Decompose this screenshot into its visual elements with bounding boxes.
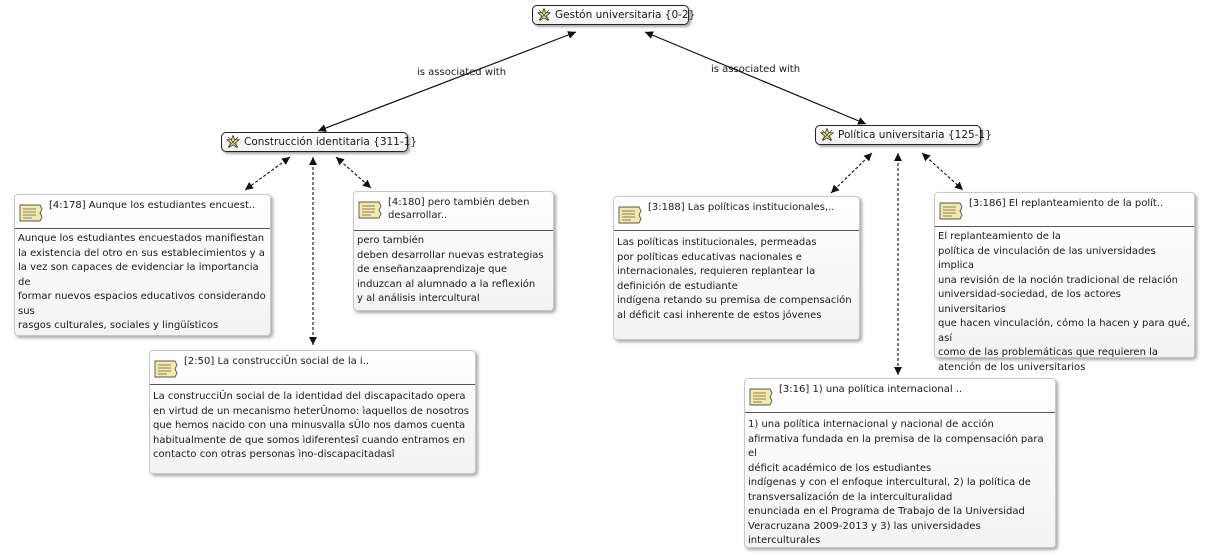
quotation-title: [4:180] pero también deben desarrollar..: [388, 197, 530, 221]
quotation-node-4180[interactable]: [4:180] pero también deben desarrollar..…: [353, 191, 554, 311]
quotation-text: 1) una política internacional y nacional…: [748, 419, 1044, 546]
code-star-icon: [226, 135, 240, 149]
quotation-title: [3:16] 1) una política internacional ..: [779, 384, 963, 395]
quotation-title: [3:186] El replanteamiento de la polít..: [969, 198, 1164, 209]
quotation-node-4178[interactable]: [4:178] Aunque los estudiantes encuest..…: [14, 194, 271, 336]
quotation-document-icon: [618, 206, 642, 224]
code-label: Política universitaria {125-1}: [838, 129, 992, 141]
quotation-header: [2:50] La construcciÛn social de la i..: [150, 351, 475, 385]
relation-link-right[interactable]: [644, 31, 867, 125]
quotation-title: [3:188] Las políticas institucionales,..: [648, 202, 835, 213]
quotation-header: [3:188] Las políticas institucionales,..: [614, 197, 859, 231]
code-star-icon: [820, 128, 834, 142]
quotation-document-icon: [939, 202, 963, 220]
code-star-icon: [537, 8, 551, 22]
quotation-text: El replanteamiento de la política de vin…: [938, 231, 1190, 373]
quotation-document-icon: [154, 360, 178, 378]
relation-link-left[interactable]: [317, 31, 577, 132]
quotation-document-icon: [358, 201, 382, 219]
quotation-header: [3:186] El replanteamiento de la polít..: [935, 193, 1194, 227]
code-label: Gestón universitaria {0-2}: [555, 9, 696, 21]
quote-link-4178[interactable]: [244, 156, 291, 191]
relation-label-left: is associated with: [417, 67, 506, 78]
quotation-text: Las políticas institucionales, permeadas…: [617, 237, 852, 321]
code-label: Construcción identitaria {311-1}: [244, 136, 418, 148]
quotation-header: [3:16] 1) una política internacional ..: [745, 379, 1055, 413]
quotation-header: [4:180] pero también deben desarrollar..: [354, 192, 553, 231]
quotation-document-icon: [749, 388, 773, 406]
quote-link-4180[interactable]: [335, 156, 372, 189]
quotation-document-icon: [19, 204, 43, 222]
relation-label-right: is associated with: [711, 64, 800, 75]
code-node-construccion[interactable]: Construcción identitaria {311-1}: [221, 132, 417, 152]
quotation-header: [4:178] Aunque los estudiantes encuest..: [15, 195, 270, 229]
code-node-politica[interactable]: Política universitaria {125-1}: [815, 125, 992, 145]
quotation-node-3188[interactable]: [3:188] Las políticas institucionales,..…: [613, 196, 860, 340]
quotation-title: [4:178] Aunque los estudiantes encuest..: [49, 200, 256, 211]
quotation-text: La construcciÛn social de la identidad d…: [153, 391, 469, 460]
quotation-text: pero también deben desarrollar nuevas es…: [357, 235, 544, 304]
quotation-node-3186[interactable]: [3:186] El replanteamiento de la polít..…: [934, 192, 1195, 373]
quotation-title: [2:50] La construcciÛn social de la i..: [184, 356, 370, 367]
quotation-node-250[interactable]: [2:50] La construcciÛn social de la i.. …: [149, 350, 476, 474]
quotation-node-316[interactable]: [3:16] 1) una política internacional .. …: [744, 378, 1056, 548]
quote-link-3186[interactable]: [921, 152, 964, 191]
code-node-gestion[interactable]: Gestón universitaria {0-2}: [532, 5, 695, 25]
quote-link-3188[interactable]: [830, 152, 873, 194]
quotation-text: Aunque los estudiantes encuestados manif…: [18, 233, 266, 331]
